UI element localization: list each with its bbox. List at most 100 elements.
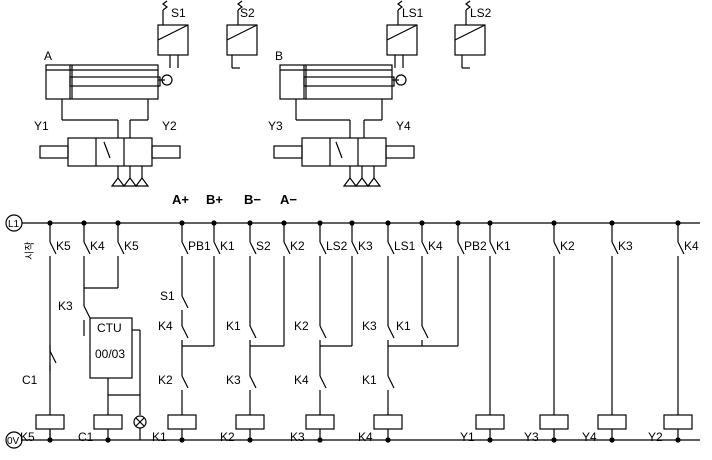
junction-dot bbox=[81, 220, 87, 226]
coil-3 bbox=[235, 414, 265, 430]
contact-7 bbox=[319, 241, 327, 255]
contact-label-r3-4: K1 bbox=[396, 319, 411, 333]
cylinder-a-icon bbox=[45, 64, 173, 120]
coil-5 bbox=[373, 414, 403, 430]
contact-label-r1-4: K1 bbox=[220, 239, 235, 253]
junction-dot bbox=[675, 437, 681, 443]
contact-label-r1-2: K5 bbox=[124, 239, 139, 253]
contact-0 bbox=[49, 241, 57, 255]
contact-label-k3: K3 bbox=[58, 299, 73, 313]
sequence-step-1: A+ bbox=[172, 192, 189, 207]
contact-label-r1-8: K3 bbox=[358, 239, 373, 253]
contact-label-r4-0: C1 bbox=[22, 373, 38, 387]
counter-value: 00/03 bbox=[95, 347, 125, 361]
valve-a-icon bbox=[39, 119, 181, 187]
valve-b-icon bbox=[273, 119, 415, 187]
rail-l1-icon bbox=[5, 214, 23, 232]
contact-r4-0 bbox=[49, 350, 57, 364]
junction-dot bbox=[317, 220, 323, 226]
contact-r4-2 bbox=[249, 375, 257, 389]
junction-dot bbox=[211, 220, 217, 226]
rail-bottom-label: 0V bbox=[7, 436, 20, 447]
contact-r4-1 bbox=[181, 375, 189, 389]
junction-dot bbox=[47, 437, 53, 443]
circuit-wiring bbox=[22, 222, 700, 441]
contact-label-r1-13: K2 bbox=[560, 239, 575, 253]
coil-8 bbox=[597, 414, 627, 430]
coil-4 bbox=[305, 414, 335, 430]
junction-dot bbox=[349, 220, 355, 226]
ladder-diagram bbox=[35, 220, 693, 443]
contact-label-r1-3: PB1 bbox=[188, 239, 211, 253]
junction-dot bbox=[281, 220, 287, 226]
coil-0 bbox=[35, 414, 65, 430]
label-ls1: LS1 bbox=[402, 6, 424, 20]
junction-dot bbox=[419, 220, 425, 226]
coil-label-3: K2 bbox=[220, 430, 235, 444]
contact-label-r1-0: K5 bbox=[56, 239, 71, 253]
junction-dot bbox=[609, 220, 615, 226]
junction-dot bbox=[247, 437, 253, 443]
sensor-s1-icon bbox=[157, 0, 189, 68]
start-label: 시작 bbox=[24, 242, 36, 260]
sequence-step-4: A− bbox=[280, 192, 297, 207]
contact-r4-3 bbox=[319, 375, 327, 389]
coil-6 bbox=[475, 414, 505, 430]
junction-dot bbox=[551, 437, 557, 443]
lamp-x2 bbox=[135, 417, 145, 427]
contact-11 bbox=[457, 241, 465, 255]
junction-dot bbox=[317, 437, 323, 443]
coil-label-1: C1 bbox=[78, 430, 94, 444]
junction-dot bbox=[247, 220, 253, 226]
contact-k3 bbox=[83, 305, 91, 319]
contact-label-r3-1: K1 bbox=[226, 319, 241, 333]
contact-4 bbox=[213, 241, 221, 255]
sensor-s2-icon bbox=[226, 0, 258, 69]
junction-dot bbox=[385, 437, 391, 443]
contact-r3-0 bbox=[181, 325, 189, 339]
coil-label-7: Y3 bbox=[524, 430, 539, 444]
contact-r3-1 bbox=[249, 325, 257, 339]
counter-ctu-box bbox=[89, 317, 133, 379]
coil-label-5: K4 bbox=[358, 430, 373, 444]
sequence-step-3: B− bbox=[244, 192, 261, 207]
contact-label-r3-3: K3 bbox=[362, 319, 377, 333]
sequence-step-2: B+ bbox=[206, 192, 223, 207]
coil-label-0: K5 bbox=[20, 430, 35, 444]
contact-label-s1: S1 bbox=[160, 289, 175, 303]
contact-15 bbox=[677, 241, 685, 255]
rail-0v-icon bbox=[5, 431, 23, 449]
counter-name: CTU bbox=[97, 321, 122, 335]
contact-2 bbox=[117, 241, 125, 255]
junction-dot bbox=[105, 437, 111, 443]
junction-dot bbox=[675, 220, 681, 226]
contact-label-r1-1: K4 bbox=[90, 239, 105, 253]
contact-label-r1-5: S2 bbox=[256, 239, 271, 253]
junction-dot bbox=[47, 220, 53, 226]
junction-dot bbox=[455, 220, 461, 226]
contact-label-r1-10: K4 bbox=[428, 239, 443, 253]
contact-label-r1-6: K2 bbox=[290, 239, 305, 253]
rail-top-label: L1 bbox=[8, 219, 20, 230]
contact-8 bbox=[351, 241, 359, 255]
junction-dot bbox=[179, 220, 185, 226]
label-cyl-a: A bbox=[44, 49, 52, 63]
contact-14 bbox=[611, 241, 619, 255]
contact-r3-4 bbox=[421, 325, 429, 339]
contact-label-r4-1: K2 bbox=[158, 373, 173, 387]
junction-dot bbox=[487, 220, 493, 226]
contact-label-r4-3: K4 bbox=[294, 373, 309, 387]
coil-1 bbox=[93, 414, 123, 430]
junction-dot bbox=[385, 220, 391, 226]
contact-12 bbox=[489, 241, 497, 255]
junction-dot bbox=[179, 437, 185, 443]
junction-dot bbox=[609, 437, 615, 443]
cylinder-b-icon bbox=[279, 64, 407, 120]
label-y4: Y4 bbox=[396, 119, 411, 133]
junction-dot bbox=[487, 437, 493, 443]
junction-dot bbox=[115, 220, 121, 226]
sensor-ls1-icon bbox=[386, 0, 418, 68]
contact-13 bbox=[553, 241, 561, 255]
label-y3: Y3 bbox=[268, 119, 283, 133]
